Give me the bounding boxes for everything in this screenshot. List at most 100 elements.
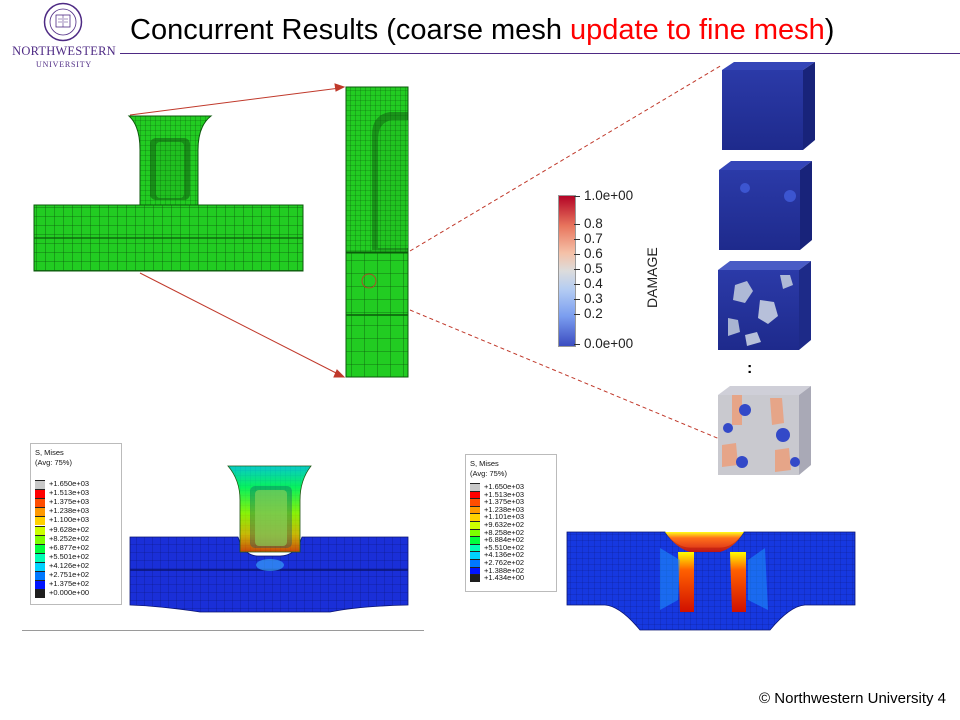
legend-swatch	[35, 480, 45, 490]
colorbar-tick-label: 0.3	[584, 291, 603, 306]
legend-subtitle: (Avg: 75%)	[470, 469, 507, 478]
title-main: Concurrent Results (coarse mesh	[130, 14, 570, 46]
northwestern-logo: NORTHWESTERN UNIVERSITY	[4, 2, 124, 74]
legend-value: +1.388e+02	[484, 565, 525, 575]
colorbar-tick-label: 0.2	[584, 306, 603, 321]
legend-swatch	[35, 543, 45, 553]
colorbar-tick	[574, 299, 580, 300]
legend-subtitle: (Avg: 75%)	[35, 458, 72, 467]
title-end: )	[824, 14, 835, 46]
colorbar-tick	[574, 224, 580, 225]
legend-swatch	[470, 536, 480, 544]
mises-legend-left: S, Mises (Avg: 75%) +1.650e+03+1.513e+03…	[30, 443, 122, 605]
zoom-arrows	[129, 83, 346, 378]
damage-cube-4	[718, 386, 811, 475]
legend-value: +2.762e+02	[484, 558, 525, 567]
damage-cube-2	[719, 161, 812, 250]
legend-value: +5.501e+02	[49, 551, 90, 561]
legend-value: +9.632e+02	[484, 520, 525, 529]
colorbar-tick	[574, 284, 580, 285]
coarse-mesh-model	[33, 115, 304, 272]
legend-swatch	[35, 516, 45, 526]
colorbar-tick	[574, 254, 580, 255]
legend-swatch	[470, 528, 480, 537]
legend-swatch	[35, 552, 45, 562]
legend-value: +1.650e+03	[484, 482, 525, 491]
legend-value: +1.434e+00	[484, 573, 525, 583]
legend-swatch	[470, 513, 480, 521]
legend-value: +0.000e+00	[49, 588, 90, 598]
stress-model-left	[129, 465, 409, 613]
legend-value: +1.375e+02	[49, 579, 90, 589]
legend-value: +1.375e+03	[49, 497, 90, 507]
colorbar-tick-label: 0.7	[584, 231, 603, 246]
legend-value: +4.136e+02	[484, 550, 525, 560]
colorbar-min-label: 0.0e+00	[584, 336, 634, 351]
legend-value: +4.126e+02	[49, 560, 90, 570]
colorbar-tick-label: 0.8	[584, 216, 603, 231]
legend-value: +9.628e+02	[49, 524, 90, 534]
legend-swatch	[470, 505, 480, 514]
colorbar-tick-label: 0.5	[584, 261, 603, 276]
page-number: 4	[937, 690, 946, 707]
legend-value: +2.751e+02	[49, 570, 90, 579]
legend-value: +1.650e+03	[49, 479, 90, 488]
legend-swatch	[35, 561, 45, 571]
dashed-connectors	[409, 64, 723, 441]
colorbar-title: DAMAGE	[644, 247, 660, 308]
damage-colorbar	[558, 195, 576, 347]
slide-title: Concurrent Results (coarse mesh update t…	[130, 14, 834, 47]
legend-value: +1.513e+03	[484, 489, 525, 499]
damage-cube-1	[722, 62, 815, 150]
footer-copyright: © Northwestern University	[759, 690, 934, 707]
legend-value: +1.100e+03	[49, 515, 90, 525]
legend-swatch	[470, 483, 480, 491]
stress-model-right	[566, 531, 856, 631]
colorbar-tick	[574, 239, 580, 240]
legend-value: +8.252e+02	[49, 533, 90, 543]
legend-swatch	[470, 521, 480, 529]
legend-swatch	[470, 574, 480, 582]
legend-swatch	[35, 571, 45, 581]
logo-name: NORTHWESTERN	[12, 44, 116, 58]
legend-swatch	[470, 490, 480, 499]
legend-swatch	[470, 566, 480, 575]
colorbar-tick	[574, 314, 580, 315]
legend-swatch	[470, 559, 480, 567]
title-highlight: update to fine mesh	[570, 14, 825, 46]
legend-swatch	[35, 525, 45, 535]
legend-swatch	[35, 498, 45, 508]
legend-swatch	[470, 551, 480, 559]
colorbar-tick	[574, 269, 580, 270]
legend-value: +1.101e+03	[484, 512, 525, 522]
ellipsis-marker: :	[747, 360, 753, 377]
legend-swatch	[35, 534, 45, 544]
colorbar-max-label: 1.0e+00	[584, 188, 634, 203]
legend-swatch	[35, 589, 45, 599]
colorbar-tick	[574, 344, 580, 345]
legend-value: +6.884e+02	[484, 535, 525, 545]
legend-title: S, Mises	[35, 448, 64, 457]
bottom-divider	[22, 630, 424, 631]
legend-value: +6.877e+02	[49, 542, 90, 552]
legend-value: +1.513e+03	[49, 488, 90, 498]
legend-value: +1.375e+03	[484, 497, 525, 507]
legend-swatch	[35, 507, 45, 517]
damage-cube-3	[718, 261, 811, 350]
colorbar-tick	[574, 196, 580, 197]
fine-mesh-zoom	[345, 86, 409, 378]
legend-value: +5.510e+02	[484, 542, 525, 552]
legend-value: +8.258e+02	[484, 527, 525, 537]
colorbar-tick-label: 0.6	[584, 246, 603, 261]
colorbar-tick-label: 0.4	[584, 276, 603, 291]
legend-swatch	[470, 543, 480, 552]
university-seal-icon	[43, 2, 83, 42]
title-divider	[120, 53, 960, 54]
legend-title: S, Mises	[470, 459, 499, 468]
mises-legend-right: S, Mises (Avg: 75%) +1.650e+03+1.513e+03…	[465, 454, 557, 592]
footer: © Northwestern University 4	[759, 690, 946, 707]
logo-university: UNIVERSITY	[36, 60, 92, 69]
legend-value: +1.238e+03	[484, 504, 525, 514]
legend-value: +1.238e+03	[49, 506, 90, 516]
